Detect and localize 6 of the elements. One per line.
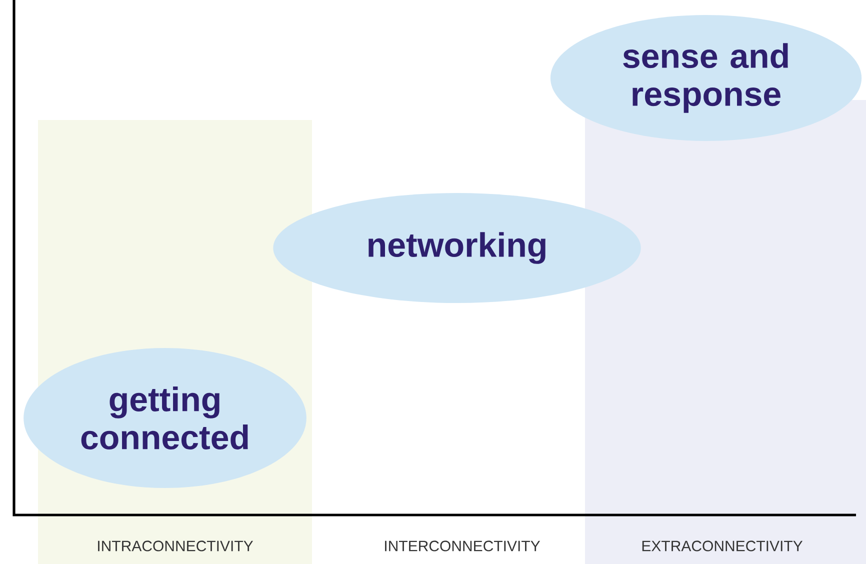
ellipse-node: getting connected <box>24 348 306 488</box>
column-label: EXTRACONNECTIVITY <box>642 540 803 552</box>
ellipse-node: sense and response <box>550 15 862 141</box>
ellipse-node: networking <box>273 193 641 303</box>
column-label: INTRACONNECTIVITY <box>98 540 254 552</box>
column-label: INTERCONNECTIVITY <box>385 540 540 552</box>
